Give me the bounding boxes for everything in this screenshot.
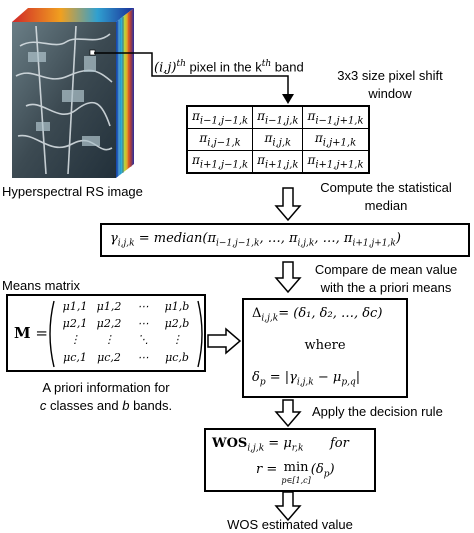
matrix-cell: μc,2 — [97, 351, 121, 364]
matrix-cell: ⋮ — [103, 333, 115, 346]
matrix-cell: μ1,1 — [62, 300, 88, 313]
pixel-window-table: πi−1,j−1,k πi−1,j,k πi−1,j+1,k πi,j−1,k … — [186, 105, 370, 174]
matrix-cell: μc,1 — [63, 351, 87, 364]
matrix-symbol: M = — [14, 324, 48, 342]
window-title-line1: 3x3 size pixel shift — [337, 68, 443, 83]
means-caption-line2: c classes and b bands. — [39, 398, 173, 413]
window-cell: πi−1,j+1,k — [302, 105, 370, 129]
deltap-equation: δp = |γi,j,k − μp,q| — [252, 370, 361, 388]
matrix-cell: μ2,b — [164, 317, 190, 330]
step-median-line2: median — [364, 198, 408, 213]
window-title-line2: window — [368, 86, 412, 101]
step-compare-line1: Compare de mean value — [314, 262, 458, 277]
means-caption-line1: A priori information for — [42, 380, 170, 395]
matrix-cell: ⋯ — [137, 317, 149, 330]
window-cell: πi,j+1,k — [302, 128, 370, 151]
matrix-cell: μ2,1 — [62, 317, 88, 330]
wos-equation: WOSi,j,k = μr,k — [212, 436, 304, 454]
means-matrix-title: Means matrix — [2, 278, 81, 293]
window-cell: πi+1,j,k — [252, 150, 304, 174]
hyperspectral-cube-image — [12, 8, 134, 178]
matrix-cell: ⋯ — [137, 300, 149, 313]
step-decision: Apply the decision rule — [312, 404, 443, 419]
matrix-cell: μ1,2 — [96, 300, 122, 313]
matrix-cell: ⋮ — [171, 333, 183, 346]
matrix-cell: μc,b — [165, 351, 189, 364]
median-equation: γi,j,k = median(πi−1,j−1,k, …, πi,j,k, …… — [110, 231, 401, 249]
means-matrix-box: M = μ1,1 μ1,2 ⋯ μ1,b μ2,1 μ2,2 ⋯ μ2,b ⋮ … — [6, 294, 206, 372]
arrow-to-median — [274, 187, 302, 222]
window-cell: πi−1,j,k — [252, 105, 304, 129]
window-cell: πi,j,k — [252, 128, 304, 151]
median-equation-box: γi,j,k = median(πi−1,j−1,k, …, πi,j,k, …… — [100, 223, 470, 257]
arrow-to-delta — [274, 261, 302, 294]
output-label: WOS estimated value — [227, 517, 353, 532]
matrix-cell: ⋯ — [137, 351, 149, 364]
for-label: for — [330, 436, 349, 451]
delta-box: Δi,j,k= (δ₁, δ₂, …, δc) where δp = |γi,j… — [242, 298, 408, 398]
window-cell: πi+1,j−1,k — [186, 150, 254, 174]
window-cell: πi+1,j+1,k — [302, 150, 370, 174]
arrow-to-wos — [274, 399, 302, 428]
matrix-cell: μ1,b — [164, 300, 190, 313]
step-compare-line2: with the a priori means — [320, 280, 452, 295]
delta-equation: Δi,j,k= (δ₁, δ₂, …, δc) — [252, 306, 383, 324]
step-median-line1: Compute the statistical — [320, 180, 452, 195]
pixel-label: (i,j)th pixel in the kth band — [154, 59, 304, 76]
matrix-cell: ⋱ — [137, 333, 149, 346]
arrow-to-output — [274, 491, 302, 522]
matrix-cell: μ2,2 — [96, 317, 122, 330]
window-cell: πi,j−1,k — [186, 128, 254, 151]
matrix-cell: ⋮ — [69, 333, 81, 346]
window-cell: πi−1,j−1,k — [186, 105, 254, 129]
matrix-brackets — [49, 300, 203, 368]
cube-caption: Hyperspectral RS image — [2, 184, 143, 199]
arrow-matrix-to-delta — [207, 327, 242, 355]
where-label: where — [304, 338, 346, 353]
